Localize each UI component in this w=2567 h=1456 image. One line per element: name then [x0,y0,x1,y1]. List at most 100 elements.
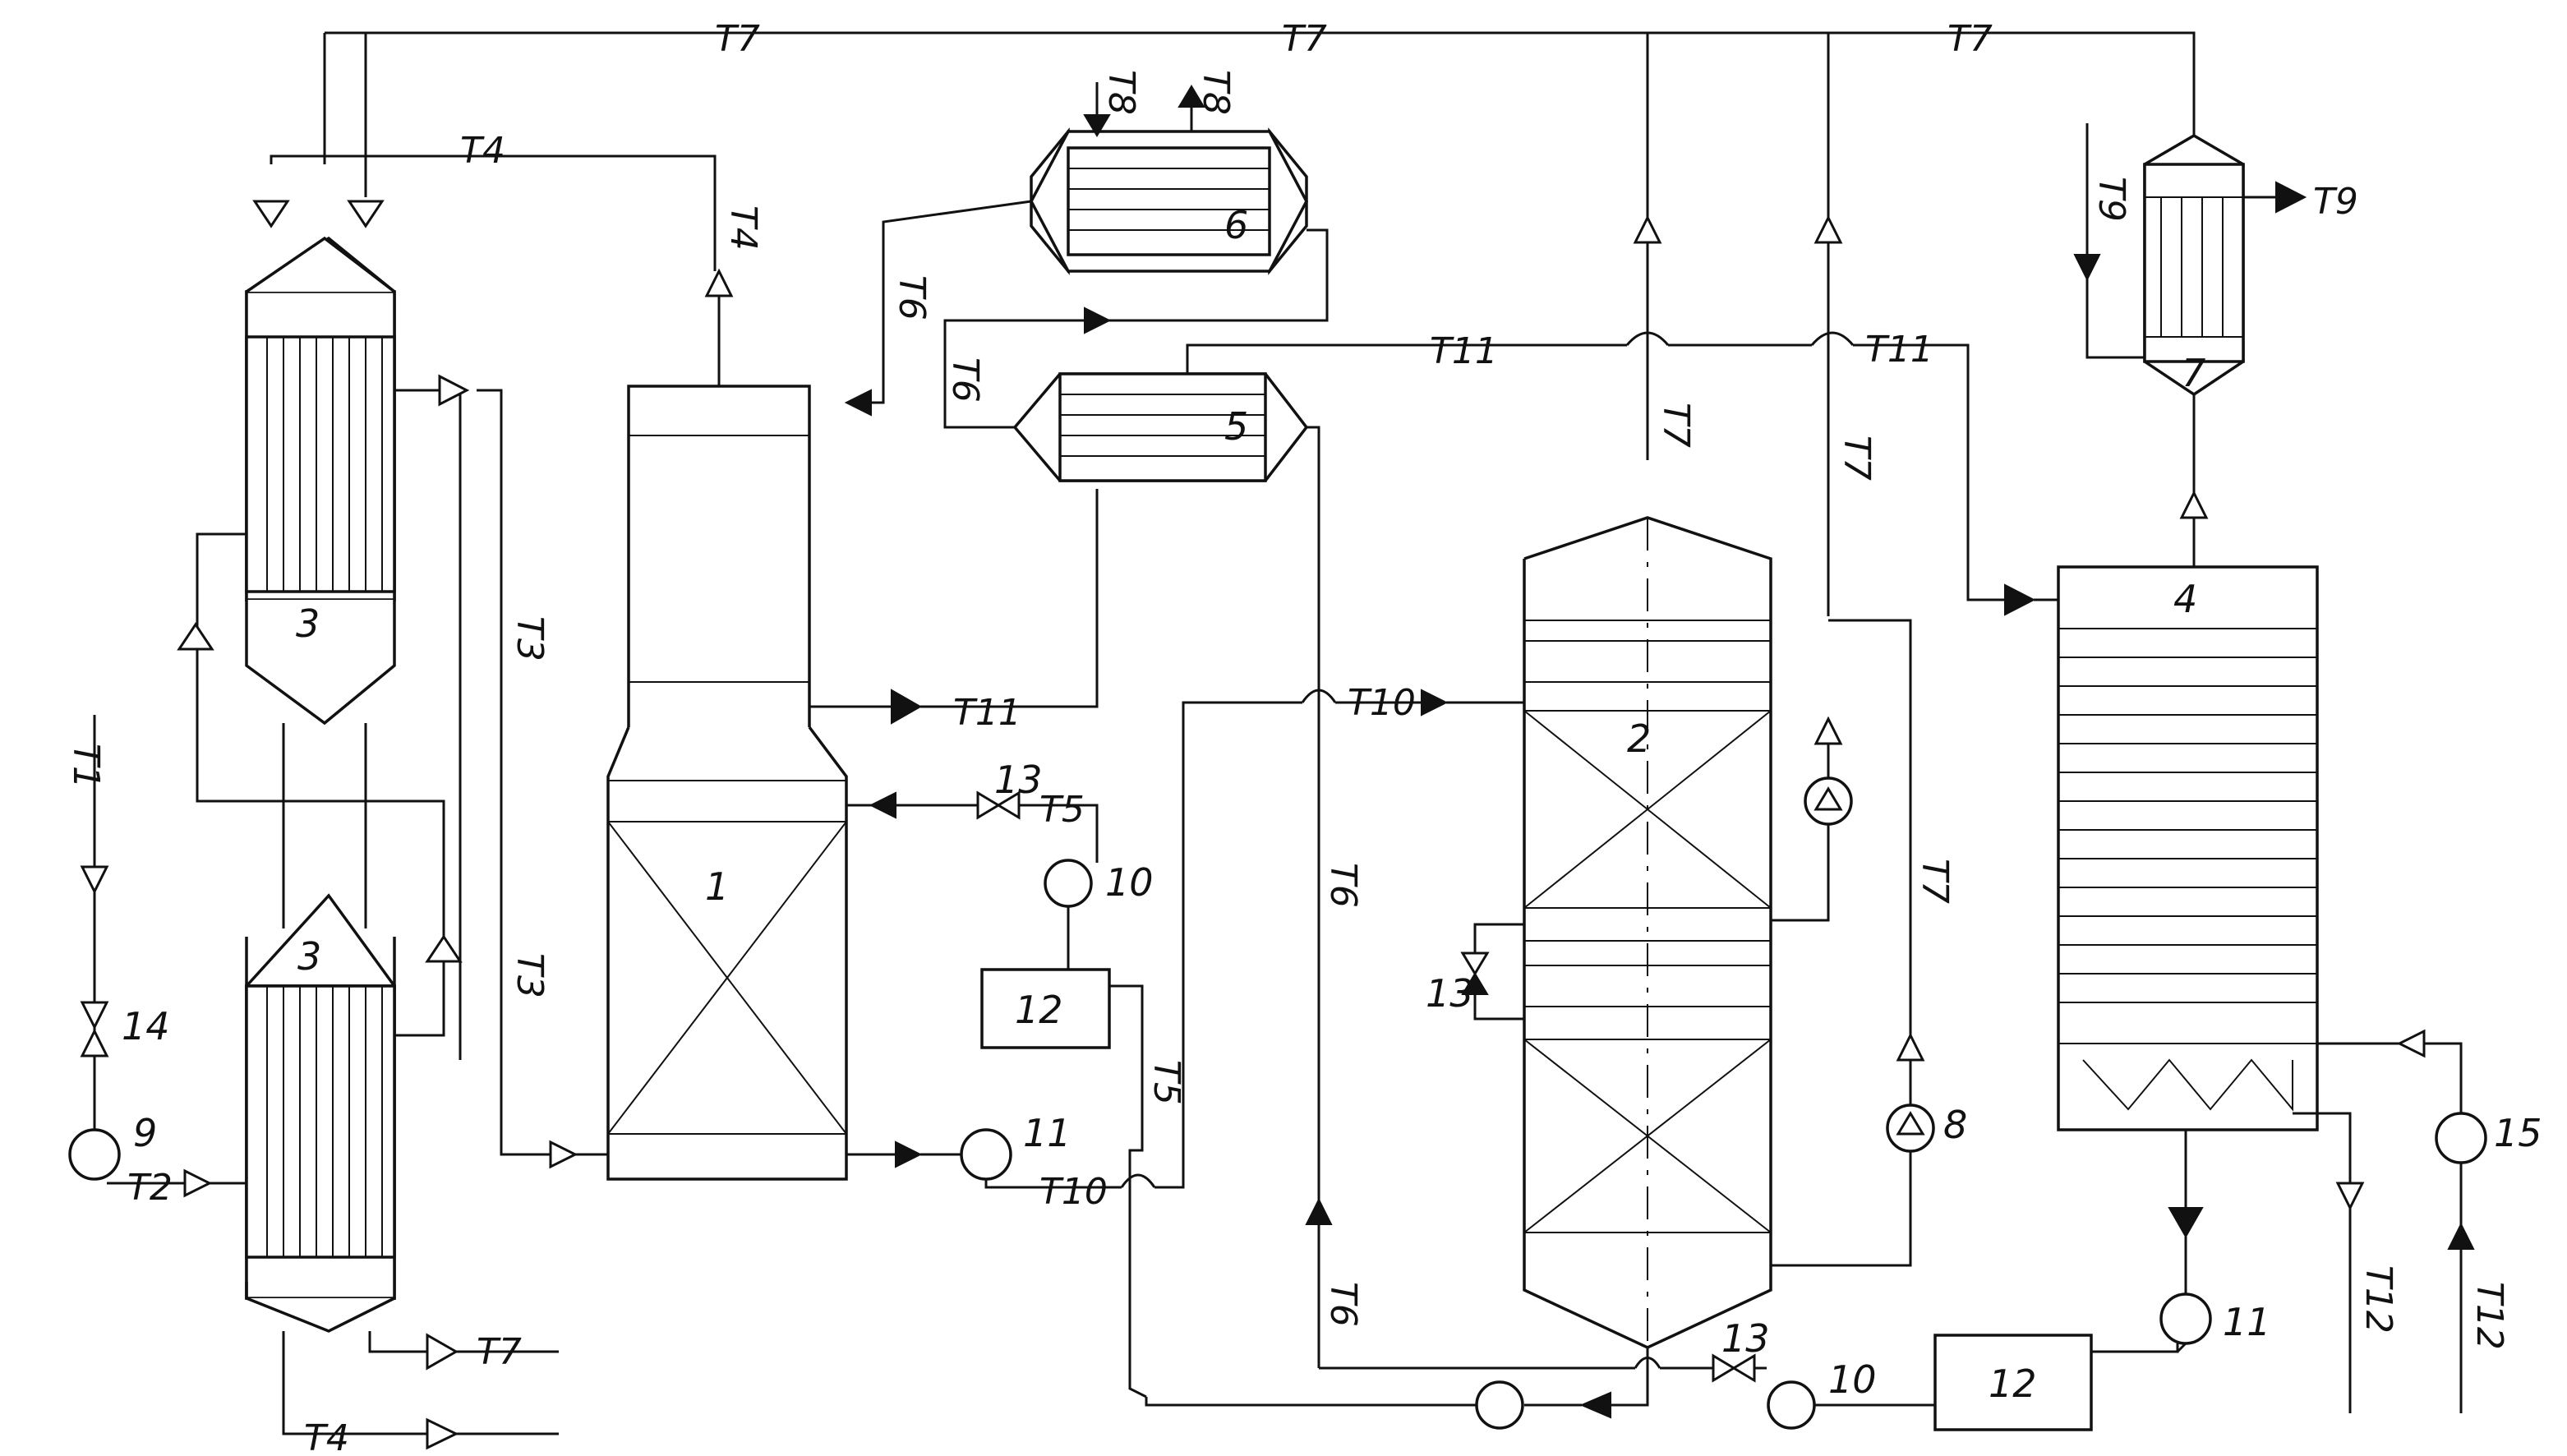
heat-exchanger-7 [2073,123,2307,567]
filled-arrow-icon [869,791,896,819]
equipment-number: 3 [297,934,321,979]
filled-arrow-icon [2073,254,2101,282]
valve-icon[interactable] [80,1001,109,1030]
reactor-1 [606,268,848,1181]
equipment-number: 3 [296,601,320,646]
open-arrow-icon [1896,1032,1925,1062]
stream-label: T4 [304,1417,349,1456]
open-arrow-icon [1813,716,1843,745]
pump-icon[interactable] [2159,1292,2212,1345]
stream-label: T4 [722,205,764,251]
t11-upper-line [1186,331,2058,616]
open-arrow-icon [1813,214,1843,244]
valve-icon[interactable] [976,790,1001,820]
t5-loop-r1 [846,790,1147,1398]
tank-12 [980,968,1111,1049]
stream-label: T7 [1282,18,1327,60]
open-arrow-icon [2396,1029,2426,1058]
stream-label: T9 [2090,177,2132,222]
t11-line-r1 [809,489,1099,725]
open-arrow-icon [426,1333,459,1371]
tank-12 [1933,1334,2093,1431]
stream-label: T1 [65,744,107,789]
filled-arrow-icon [1305,1197,1333,1225]
stream-label: T8 [1195,70,1237,115]
pump-icon[interactable] [1767,1380,1816,1430]
filled-arrow-icon [2275,181,2307,214]
column-2 [1523,516,1772,1349]
stream-label: T5 [1039,789,1085,831]
equipment-number: 9 [133,1111,157,1155]
t7-header-line [323,31,2196,616]
equipment-number: 6 [1224,203,1248,247]
r1-outlet [846,689,1524,1189]
open-arrow-icon [2179,490,2209,519]
stream-label: T6 [1322,1282,1364,1327]
open-arrow-icon [1896,1111,1925,1136]
stream-label: T9 [2313,181,2358,223]
open-arrow-icon [183,1168,213,1198]
heat-exchanger-3-lower [245,893,396,1333]
open-arrow-icon [438,374,470,407]
pump-icon[interactable] [1044,859,1093,908]
column-recirculation [1771,619,1935,1267]
equipment-number: 14 [122,1004,170,1048]
stream-label: T8 [1100,70,1142,115]
equipment-number: 13 [1721,1316,1770,1361]
equipment-number: 10 [1828,1357,1877,1402]
stream-label: T7 [1947,18,1993,60]
stream-label: T11 [1430,330,1498,372]
t6-lines [844,200,1635,1370]
column-bypass [1460,923,1524,1021]
filled-arrow-icon [2447,1222,2475,1250]
equipment-number: 2 [1627,716,1651,761]
t1-feed [68,715,121,1181]
valve-icon[interactable] [1461,972,1489,995]
open-arrow-icon [80,865,109,895]
filled-arrow-icon [2168,1207,2204,1239]
open-arrow-icon [549,1140,578,1169]
stream-label: T10 [1348,682,1416,724]
stream-label: T12 [2357,1265,2399,1334]
heat-exchanger-5 [1012,372,1309,482]
stream-label: T10 [1039,1171,1108,1213]
filled-arrow-icon [844,389,872,417]
equipment-number: 11 [2223,1300,2271,1344]
equipment-number: 8 [1943,1103,1967,1147]
pump-icon[interactable] [2435,1112,2487,1164]
filled-arrow-icon [2004,583,2036,616]
open-arrow-icon [704,268,734,297]
pump-icon[interactable] [1475,1380,1524,1430]
stream-label: T3 [509,616,551,661]
filled-arrow-icon [1421,689,1449,716]
valve-icon[interactable] [1460,951,1490,976]
equipment-number: 1 [705,864,729,909]
t3-line [477,389,608,1169]
stream-label: T11 [953,692,1021,734]
stream-label: T7 [1836,435,1878,481]
column-bottom-lines [1145,1334,2179,1431]
valve-icon[interactable] [80,1028,109,1057]
stream-label: T11 [1865,329,1933,371]
stream-label: T3 [509,953,551,998]
filled-arrow-icon [891,689,923,725]
open-arrow-icon [2335,1182,2365,1211]
open-arrow-icon [426,1417,459,1450]
open-arrow-icon [252,200,290,228]
equipment-number: 13 [1426,971,1474,1016]
apparatus-4 [2057,565,2487,1413]
pump-icon[interactable] [960,1128,1012,1181]
open-arrow-icon [425,934,463,963]
open-arrow-icon [1813,786,1843,811]
equipment-number: 4 [2173,577,2197,621]
stream-label: T7 [1914,859,1956,904]
stream-label: T6 [891,275,933,320]
stream-label: T6 [944,357,986,403]
pump-icon[interactable] [68,1128,121,1181]
filled-arrow-icon [1178,85,1205,108]
valve-icon[interactable] [1712,1353,1736,1383]
open-arrow-icon [1633,214,1662,244]
stream-label: T6 [1322,863,1364,908]
filled-arrow-icon [1084,306,1112,334]
